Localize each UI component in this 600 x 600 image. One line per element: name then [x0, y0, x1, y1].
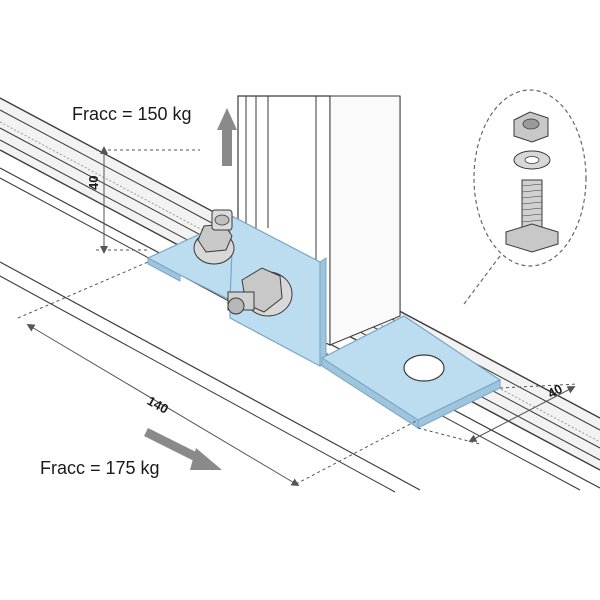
dimension-lines: [17, 146, 579, 487]
dimension-height-label: 40: [86, 175, 101, 190]
bolt-hole: [403, 354, 445, 382]
bolt-nut-washer-icon: [463, 89, 587, 305]
force-label-top: Fracc = 150 kg: [72, 104, 192, 124]
arrow-up-icon: [217, 108, 237, 166]
bolt-upper: [193, 209, 235, 265]
bolt-lower: [227, 267, 293, 317]
force-label-bottom: Fracc = 175 kg: [40, 458, 160, 478]
